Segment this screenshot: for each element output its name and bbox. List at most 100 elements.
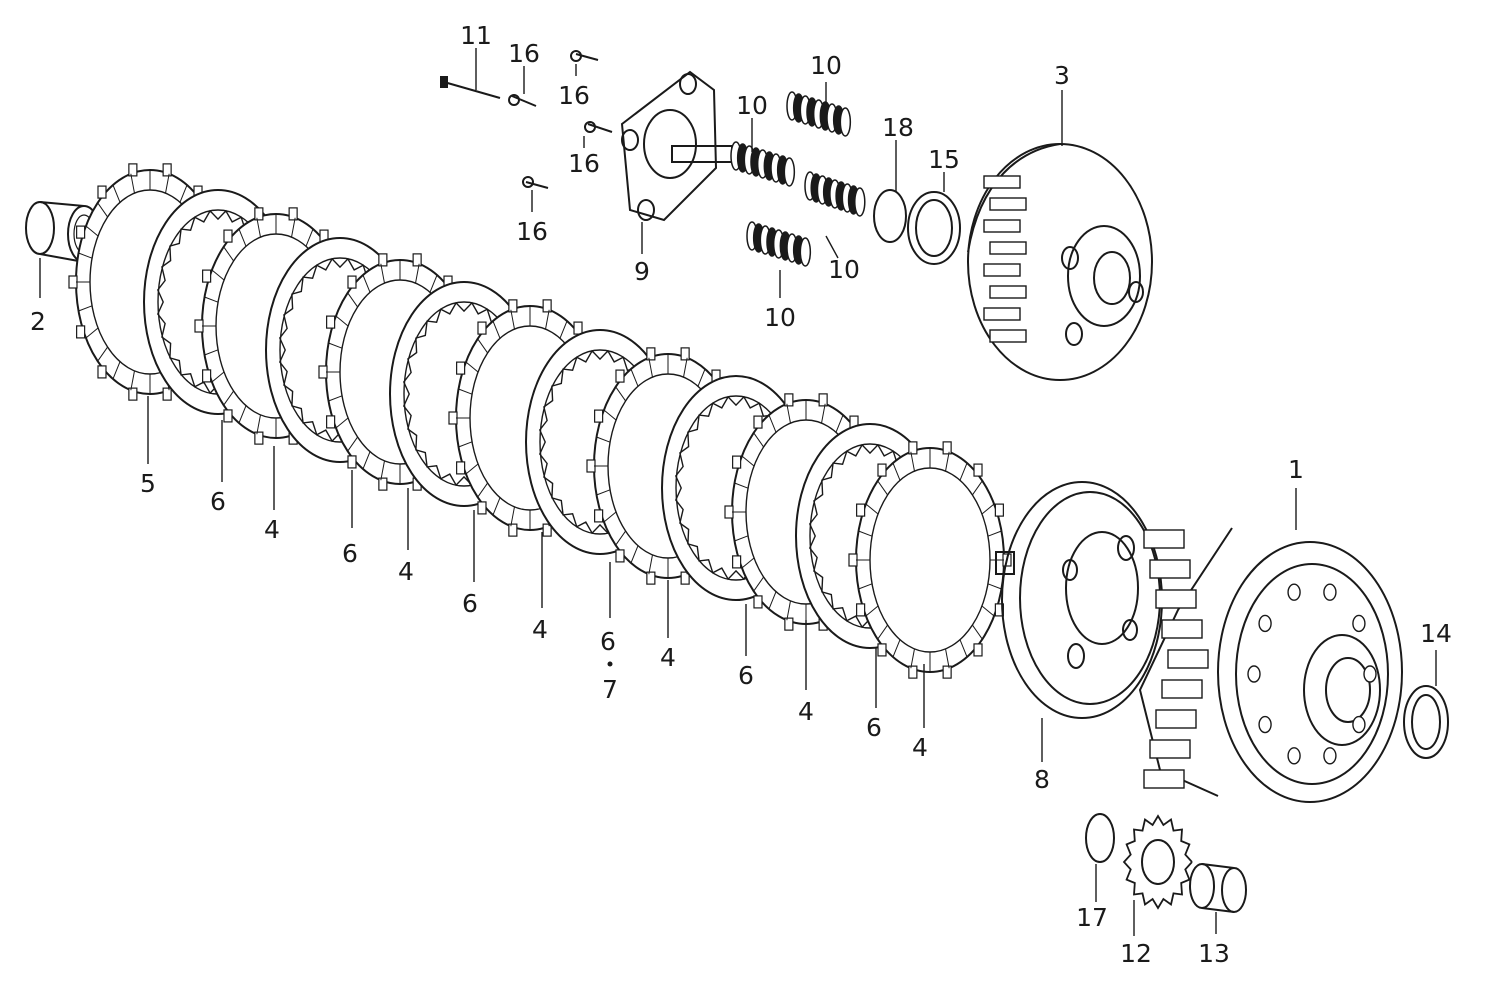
disc-segment — [362, 274, 371, 293]
callout-7: 7 — [602, 675, 618, 704]
disc-tab — [856, 603, 866, 617]
disc-segment — [945, 451, 950, 472]
disc-segment — [603, 511, 617, 523]
outer-fin — [1149, 739, 1191, 759]
disc-tab — [456, 361, 466, 375]
disc-segment — [78, 252, 93, 259]
disc-tab — [994, 603, 1004, 617]
callout-16a: 16 — [508, 39, 540, 68]
disc-segment — [510, 506, 515, 527]
disc-tab — [680, 347, 690, 361]
coil-spring — [786, 91, 852, 137]
disc-segment — [223, 246, 234, 262]
disc-tab — [615, 369, 625, 383]
callout-labels: 1 2 3 4 4 4 4 4 4 4 5 6 6 6 6 6 6 7 8 9 … — [30, 21, 1452, 968]
disc-segment — [465, 463, 479, 475]
leader-lines — [39, 48, 1437, 936]
disc-segment — [335, 315, 349, 327]
disc-tab — [223, 229, 233, 243]
disc-tab — [856, 503, 866, 517]
disc-segment — [458, 441, 473, 448]
disc-segment — [477, 482, 488, 498]
disc-tab — [347, 455, 357, 469]
callout-2: 2 — [30, 307, 46, 336]
disc-segment — [615, 530, 626, 546]
disc-segment — [211, 269, 225, 281]
center-spline — [983, 263, 1021, 277]
disc-tab — [202, 369, 212, 383]
disc-segment — [615, 386, 626, 402]
disc-segment — [910, 648, 915, 669]
disc-segment — [380, 263, 385, 284]
outer-hole — [1258, 614, 1272, 633]
disc-segment — [972, 480, 983, 496]
part-snap-ring-18 — [873, 189, 907, 243]
outer-hole — [1247, 665, 1261, 683]
disc-tab — [223, 409, 233, 423]
disc-tab — [877, 463, 887, 477]
disc-tab — [456, 461, 466, 475]
disc-segment — [892, 462, 901, 481]
center-spline — [989, 197, 1027, 211]
disc-segment — [458, 388, 473, 395]
part-gear-12 — [1122, 814, 1193, 910]
disc-tab — [753, 415, 763, 429]
outer-hole — [1287, 747, 1301, 765]
disc-tab — [318, 365, 328, 379]
disc-segment — [858, 583, 873, 590]
disc-tab — [288, 207, 298, 221]
disc-segment — [959, 639, 968, 658]
disc-segment — [559, 320, 568, 339]
disc-segment — [347, 292, 358, 308]
disc-segment — [734, 535, 749, 542]
disc-segment — [238, 228, 247, 247]
disc-segment — [78, 305, 93, 312]
disc-segment — [415, 263, 420, 284]
callout-11: 11 — [460, 21, 492, 50]
outer-hole — [1352, 715, 1366, 734]
callout-1: 1 — [1288, 455, 1304, 484]
disc-segment — [734, 482, 749, 489]
disc-segment — [768, 414, 777, 433]
callout-9: 9 — [634, 257, 650, 286]
disc-tab — [477, 501, 487, 515]
disc-tab — [818, 393, 828, 407]
part-snap-ring-17 — [1085, 813, 1115, 863]
disc-tab — [615, 549, 625, 563]
disc-tab — [784, 393, 794, 407]
disc-segment — [85, 327, 99, 339]
part-clutch-outer-1 — [1138, 527, 1403, 803]
disc-tab — [877, 643, 887, 657]
disc-segment — [741, 455, 755, 467]
disc-segment — [492, 320, 501, 339]
outer-fin — [1161, 619, 1203, 639]
callout-6b: 6 — [342, 539, 358, 568]
disc-tab — [646, 347, 656, 361]
disc-segment — [821, 403, 826, 424]
callout-6c: 6 — [462, 589, 478, 618]
coil-spring — [804, 171, 866, 217]
disc-tab — [732, 455, 742, 469]
part-washer-14 — [1403, 685, 1449, 759]
disc-segment — [465, 361, 479, 373]
disc-segment — [429, 274, 438, 293]
disc-segment — [858, 530, 873, 537]
callout-4f: 4 — [912, 733, 928, 762]
callout-17: 17 — [1076, 903, 1108, 932]
disc-tab — [724, 505, 734, 519]
disc-segment — [981, 503, 995, 515]
disc-tab — [994, 503, 1004, 517]
disc-tab — [594, 509, 604, 523]
disc-segment — [892, 639, 901, 658]
disc-segment — [753, 576, 764, 592]
disc-segment — [179, 184, 188, 203]
disc-tab — [542, 299, 552, 313]
disc-segment — [238, 405, 247, 424]
disc-segment — [981, 605, 995, 617]
outer-hole — [1287, 583, 1301, 601]
part-springs-10 — [730, 91, 866, 267]
disc-segment — [492, 497, 501, 516]
callout-4a: 4 — [264, 515, 280, 544]
part-clutch-center-3 — [967, 143, 1153, 381]
part-washer-15 — [907, 191, 961, 265]
